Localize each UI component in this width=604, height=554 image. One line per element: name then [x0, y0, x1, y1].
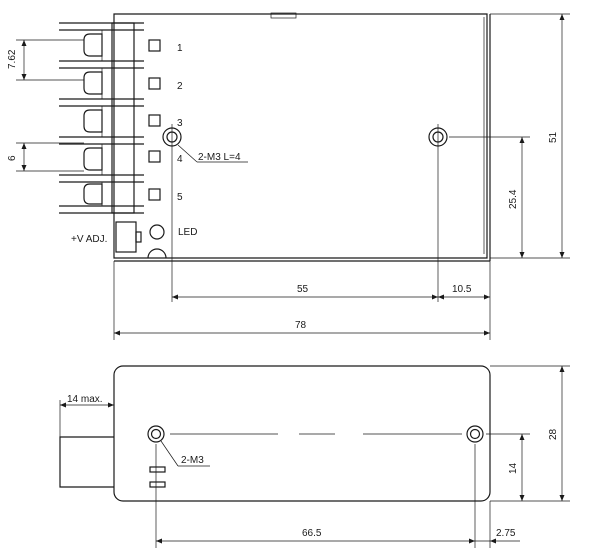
terminal-marker-2 [148, 77, 161, 90]
terminal-number-4: 4 [177, 154, 183, 165]
terminal-screw-3 [83, 109, 103, 133]
led-lower-arc [147, 248, 167, 259]
terminal-number-5: 5 [177, 192, 183, 203]
adj-potentiometer [115, 221, 137, 253]
dim-55: 55 [297, 284, 309, 295]
side-mount-hole-right [466, 425, 484, 443]
side-slot-lower [149, 481, 166, 488]
top-case-outline [113, 13, 488, 259]
side-terminal-block [59, 436, 114, 488]
side-mount-hole-left [147, 425, 165, 443]
dim-51: 51 [548, 131, 559, 143]
side-view: 2-M3 14 max. 66.5 2.75 14 28 [59, 365, 570, 548]
top-view: 1 2 3 4 5 +V ADJ. LED 2-M3 L=4 7.62 [7, 12, 570, 340]
terminal-number-1: 1 [177, 43, 183, 54]
top-mount-label: 2-M3 L=4 [198, 152, 241, 163]
terminal-screw-2 [83, 71, 103, 95]
side-case-outline [113, 365, 491, 502]
dim-14: 14 [508, 462, 519, 474]
terminal-number-2: 2 [177, 81, 183, 92]
dim-25-4: 25.4 [508, 189, 519, 209]
dim-66-5: 66.5 [302, 528, 322, 539]
dim-28: 28 [548, 428, 559, 440]
dim-78: 78 [295, 320, 307, 331]
dim-10-5: 10.5 [452, 284, 472, 295]
top-case-tab [270, 12, 297, 19]
pitch-dimension: 7.62 [7, 49, 18, 69]
terminal-marker-1 [148, 39, 161, 52]
gap-dimension: 6 [7, 155, 18, 161]
led-indicator [149, 224, 165, 240]
adj-potentiometer-knob [135, 231, 142, 243]
led-label: LED [178, 227, 197, 238]
adj-label: +V ADJ. [71, 234, 107, 245]
terminal-marker-3 [148, 114, 161, 127]
terminal-marker-4 [148, 150, 161, 163]
terminal-number-3: 3 [177, 118, 183, 129]
terminal-screw-4 [83, 147, 103, 171]
terminal-screw-5 [83, 183, 103, 205]
side-slot-upper [149, 466, 166, 473]
terminal-screw-1 [83, 33, 103, 57]
terminal-marker-5 [148, 188, 161, 201]
side-mount-label: 2-M3 [181, 455, 204, 466]
dim-2-75: 2.75 [496, 528, 516, 539]
terminal-block [59, 22, 144, 214]
dim-14-max: 14 max. [67, 394, 103, 405]
